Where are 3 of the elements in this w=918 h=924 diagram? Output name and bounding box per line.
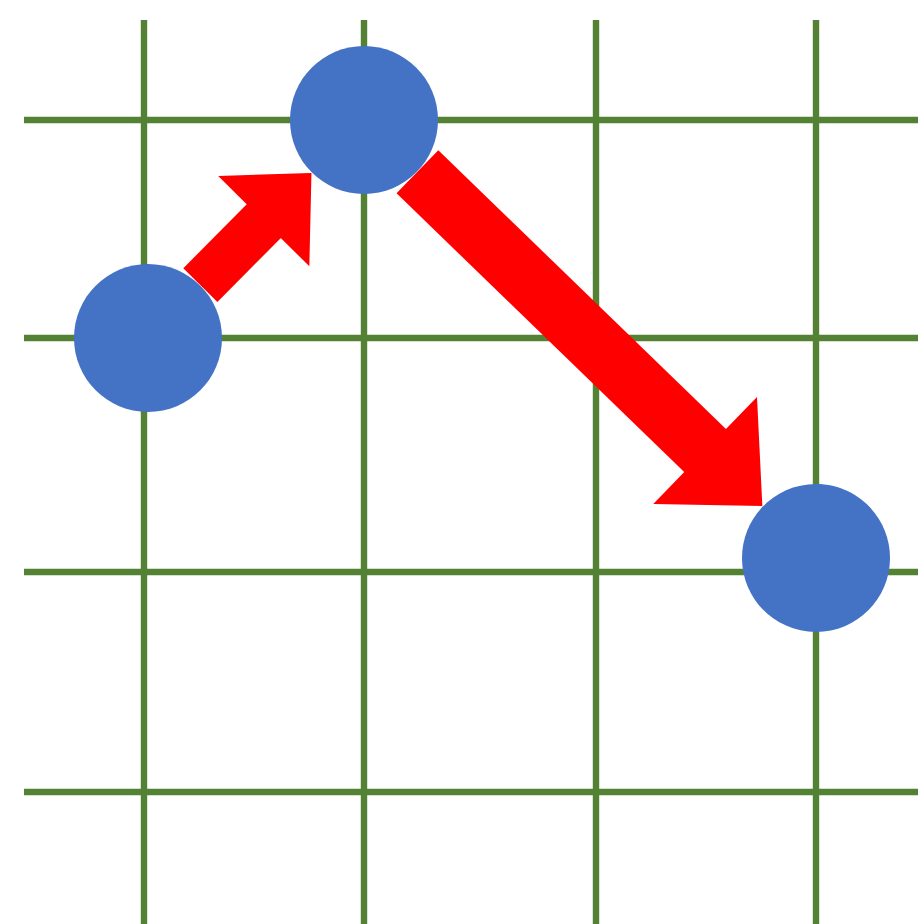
node-circle bbox=[290, 46, 438, 194]
node-circle bbox=[74, 264, 222, 412]
node-circle bbox=[742, 484, 890, 632]
